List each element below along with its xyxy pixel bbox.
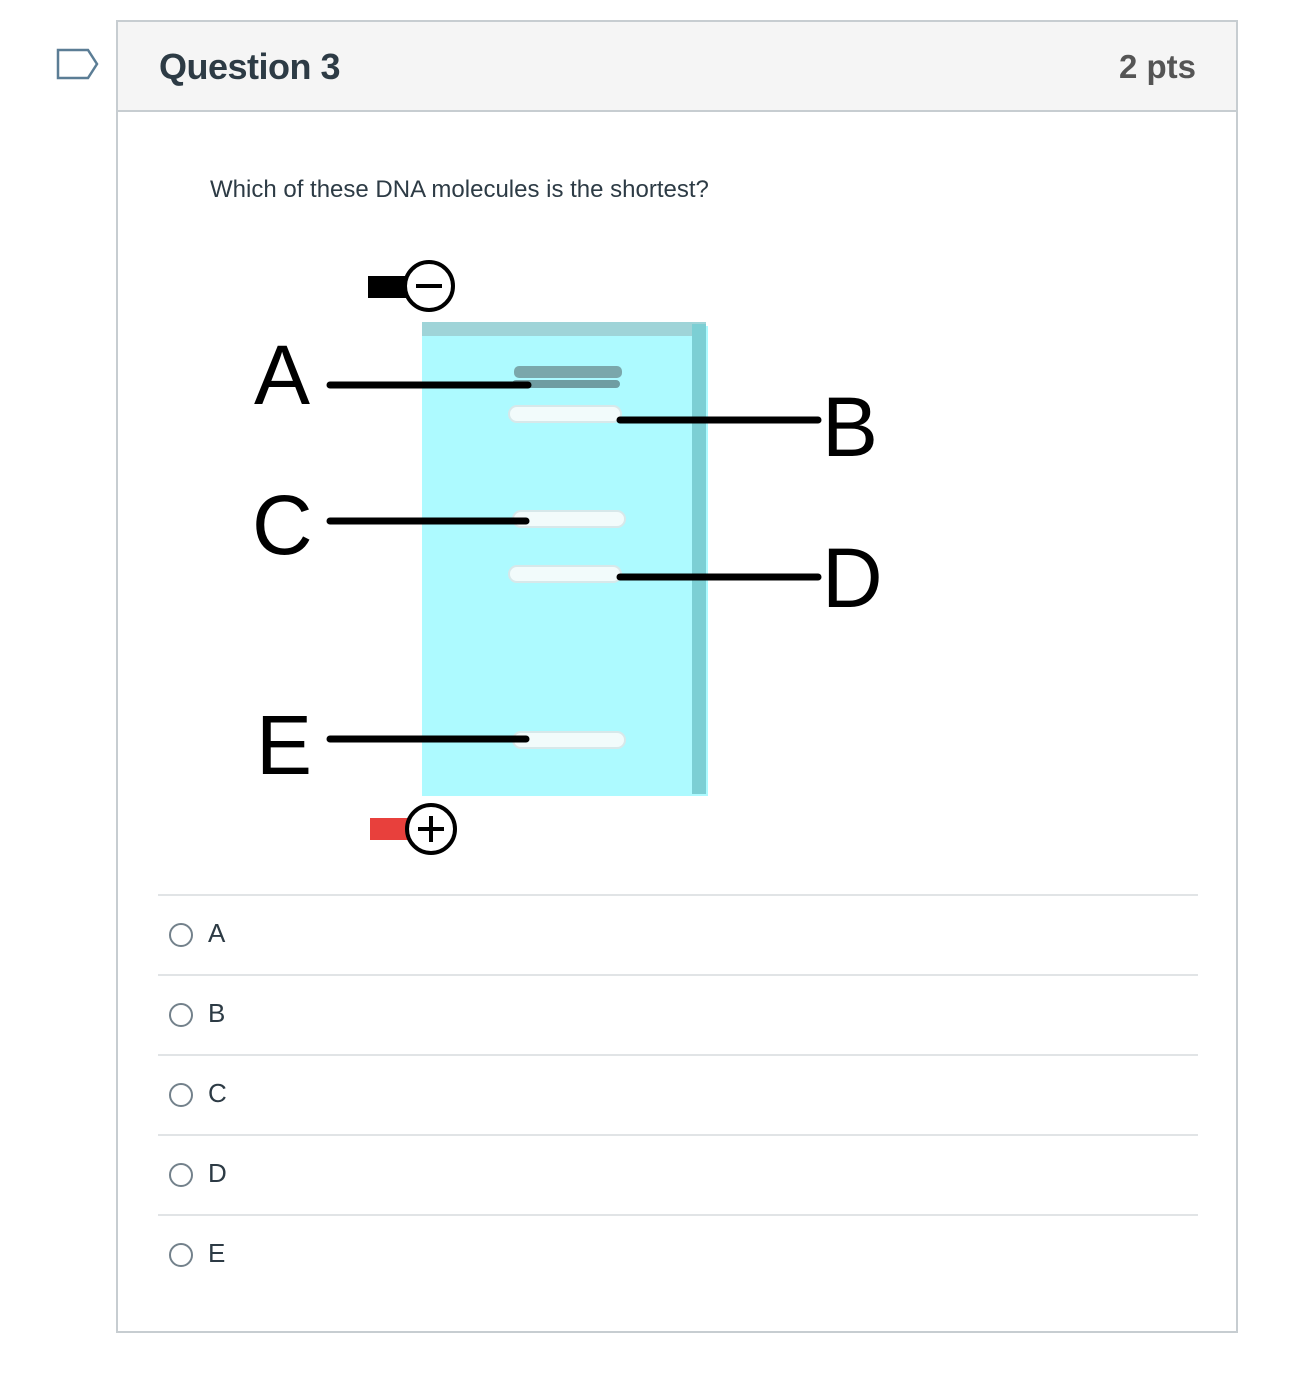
question-header: Question 3 2 pts (118, 22, 1236, 112)
band-label-b: B (822, 380, 878, 474)
band-c (512, 510, 626, 528)
answer-option-d[interactable]: D (158, 1134, 1198, 1214)
positive-lead (370, 818, 408, 840)
answer-option-a[interactable]: A (158, 894, 1198, 974)
band-a-lower (512, 380, 620, 388)
question-text: Which of these DNA molecules is the shor… (210, 176, 709, 203)
question-title: Question 3 (159, 46, 341, 87)
radio-button[interactable] (169, 1163, 193, 1187)
question-card: Question 3 2 pts Which of these DNA mole… (116, 20, 1238, 1333)
plus-circle-icon (405, 803, 457, 855)
radio-button[interactable] (169, 1243, 193, 1267)
band-label-e: E (256, 698, 312, 792)
radio-button[interactable] (169, 1003, 193, 1027)
positive-electrode (370, 803, 457, 855)
answer-option-b[interactable]: B (158, 974, 1198, 1054)
answer-label: B (208, 998, 226, 1028)
negative-electrode (368, 260, 455, 312)
answer-option-c[interactable]: C (158, 1054, 1198, 1134)
answer-label: A (208, 918, 226, 948)
negative-lead (368, 276, 406, 298)
bookmark-flag-icon[interactable] (56, 46, 100, 82)
radio-button[interactable] (169, 923, 193, 947)
band-d (508, 565, 622, 583)
band-e (512, 731, 626, 749)
radio-button[interactable] (169, 1083, 193, 1107)
minus-circle-icon (403, 260, 455, 312)
band-b (508, 405, 622, 423)
answer-label: D (208, 1158, 227, 1188)
answer-label: E (208, 1238, 226, 1268)
band-label-c: C (252, 478, 313, 572)
answer-label: C (208, 1078, 227, 1108)
answer-option-e[interactable]: E (158, 1214, 1198, 1294)
gel-electrophoresis-figure: A B C D E (252, 260, 883, 855)
band-label-a: A (254, 328, 310, 422)
band-a (514, 366, 622, 378)
gel-bands (508, 366, 626, 749)
question-points: 2 pts (1118, 48, 1196, 85)
answer-list: A B C D E (158, 894, 1198, 1294)
band-label-d: D (822, 531, 883, 625)
gel-slab (422, 322, 708, 796)
